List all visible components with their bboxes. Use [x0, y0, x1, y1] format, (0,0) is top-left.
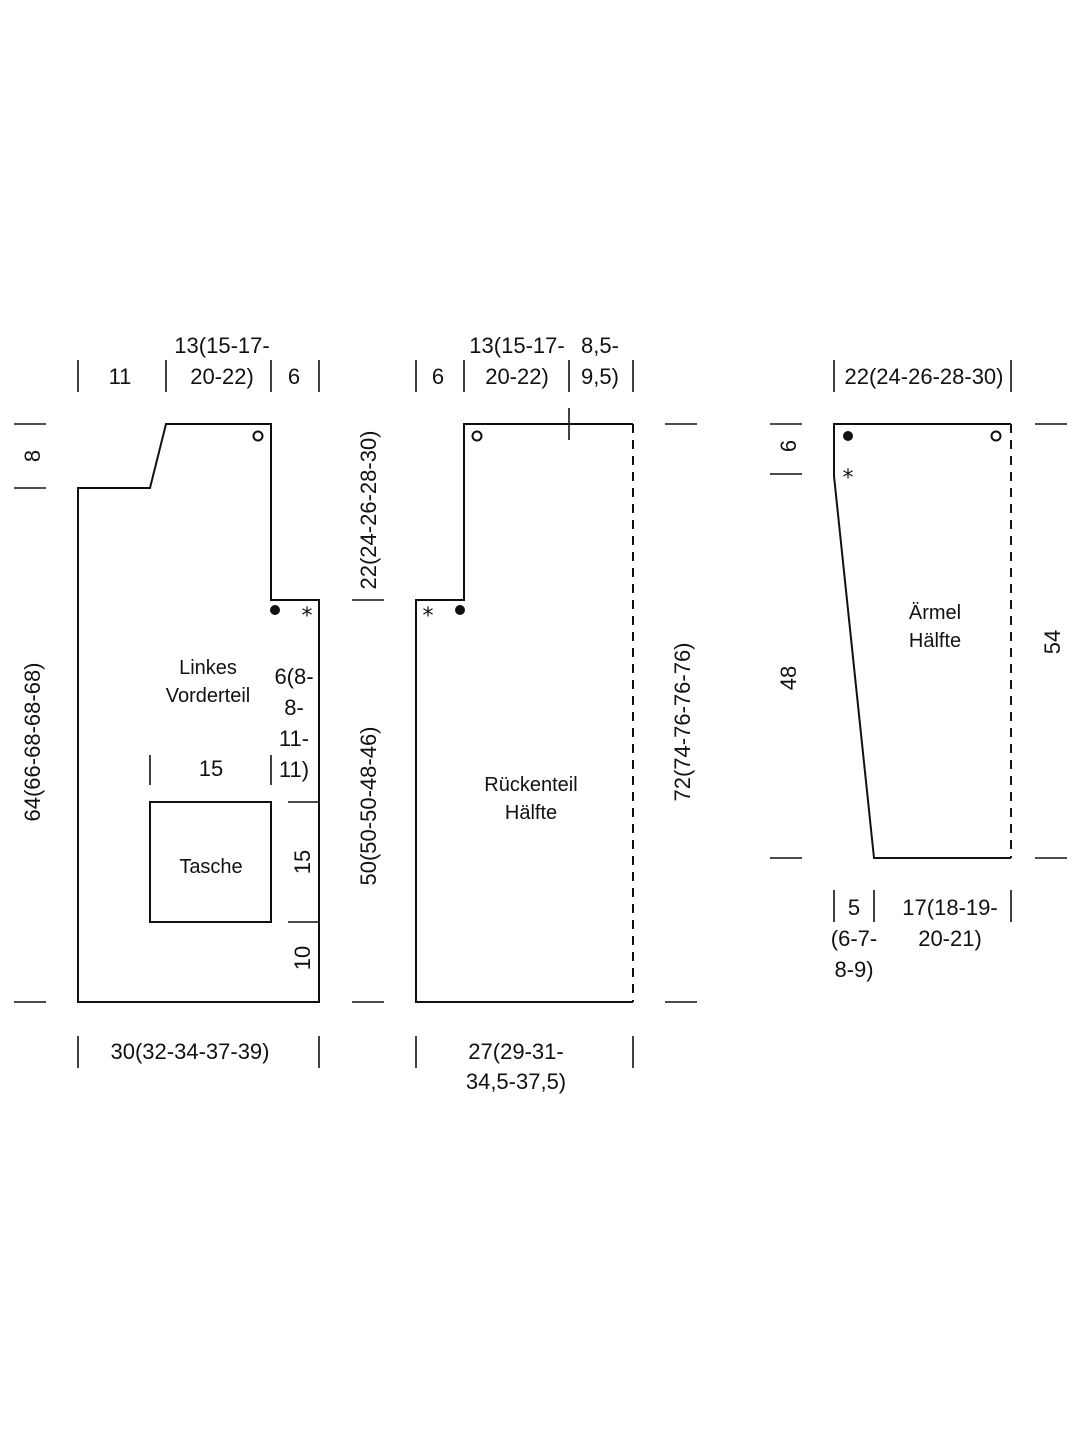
sleeve-name-line1: Ärmel [909, 602, 961, 624]
pocket-bottom-dim: 10 [290, 946, 315, 970]
filled-dot-marker [843, 431, 853, 441]
back-piece: * Rückenteil Hälfte 6 13(15-17- 20-22) 8… [415, 333, 697, 1094]
open-dot-marker [252, 430, 264, 442]
front-bottom-dim: 30(32-34-37-39) [111, 1039, 270, 1064]
back-bottom-dim-1: 27(29-31- [468, 1039, 563, 1064]
pocket-width-dim: 15 [199, 756, 223, 781]
sleeve-left-lower-dim: 48 [776, 666, 801, 690]
star-marker: * [302, 604, 313, 629]
pocket-label: Tasche [179, 856, 242, 878]
back-outline [415, 423, 633, 1003]
back-top-left-dim: 6 [432, 364, 444, 389]
back-top-right-dim-2: 9,5) [581, 364, 619, 389]
back-top-right-dim-1: 8,5- [581, 333, 619, 358]
front-outline [77, 423, 320, 1003]
star-marker: * [423, 604, 434, 629]
back-name-line1: Rückenteil [484, 774, 577, 796]
front-left-upper-dim: 8 [20, 450, 45, 462]
open-dot-marker [990, 430, 1002, 442]
band-dim-4: 11) [279, 757, 309, 782]
filled-dot-marker [455, 605, 465, 615]
back-name-line2: Hälfte [505, 802, 557, 824]
back-right-total-dim: 72(74-76-76-76) [670, 643, 695, 802]
sleeve-left-upper-dim: 6 [776, 440, 801, 452]
back-bottom-dim-2: 34,5-37,5) [466, 1069, 566, 1094]
star-marker: * [843, 466, 854, 491]
sleeve-bottom-left-dim-2: (6-7- [831, 926, 877, 951]
sleeve-bottom-right-dim-1: 17(18-19- [902, 895, 997, 920]
front-top-mid-dim-2: 20-22) [190, 364, 254, 389]
sleeve-bottom-left-dim-1: 5 [848, 895, 860, 920]
front-right-upper-dim: 22(24-26-28-30) [356, 431, 381, 590]
front-left-total-dim: 64(66-68-68-68) [20, 663, 45, 822]
pocket-height-dim: 15 [290, 850, 315, 874]
sleeve-piece: * Ärmel Hälfte 22(24-26-28-30) 6 48 54 5… [770, 360, 1067, 982]
front-top-left-dim: 11 [109, 364, 132, 389]
sleeve-outline [833, 423, 1011, 859]
pocket-outline [149, 801, 272, 923]
sleeve-bottom-right-dim-2: 20-21) [918, 926, 982, 951]
sleeve-name-line2: Hälfte [909, 630, 961, 652]
sleeve-top-dim: 22(24-26-28-30) [845, 364, 1004, 389]
front-right-lower-dim: 50(50-50-48-46) [356, 727, 381, 886]
filled-dot-marker [270, 605, 280, 615]
front-name-line1: Linkes [179, 657, 237, 679]
front-piece: * Linkes Vorderteil Tasche 11 13(15-17- … [14, 333, 384, 1068]
back-top-mid-dim-1: 13(15-17- [469, 333, 564, 358]
front-name-line2: Vorderteil [166, 685, 251, 707]
front-top-mid-dim-1: 13(15-17- [174, 333, 269, 358]
band-dim-3: 11- [279, 726, 309, 751]
band-dim-1: 6(8- [274, 664, 313, 689]
open-dot-marker [471, 430, 483, 442]
front-top-right-dim: 6 [288, 364, 300, 389]
back-top-mid-dim-2: 20-22) [485, 364, 549, 389]
sleeve-right-total-dim: 54 [1040, 630, 1065, 654]
sleeve-bottom-left-dim-3: 8-9) [834, 957, 873, 982]
band-dim-2: 8- [284, 695, 304, 720]
